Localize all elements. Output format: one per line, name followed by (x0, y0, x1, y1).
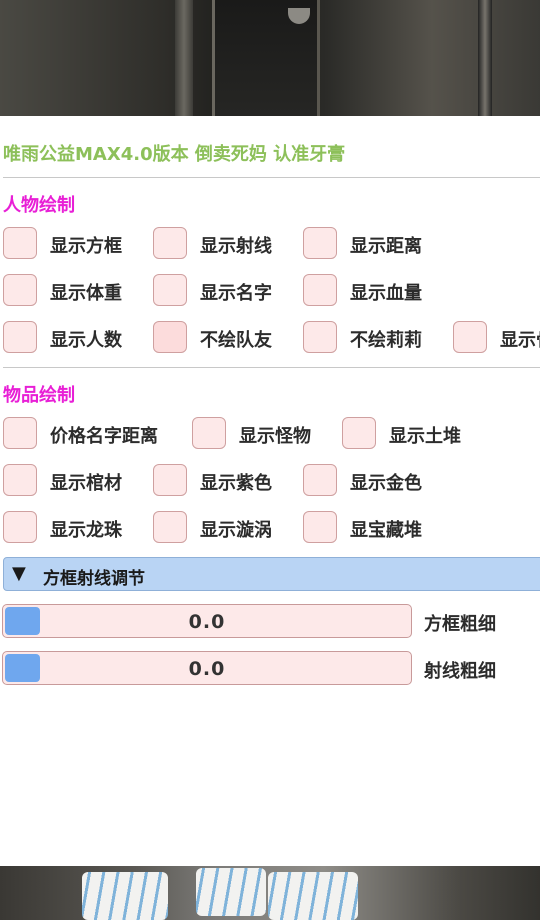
slider-grab-handle[interactable] (5, 607, 40, 635)
line-thickness-label: 射线粗细 (424, 661, 496, 682)
title-divider (3, 177, 540, 178)
checkbox-show-dragon-ball[interactable] (3, 511, 37, 543)
checkbox-show-count[interactable] (3, 321, 37, 353)
label-show-vortex: 显示漩涡 (200, 520, 272, 541)
game-scene-top (0, 0, 540, 116)
box-line-tuning-header[interactable]: ▼ 方框射线调节 (3, 557, 540, 591)
cheat-menu-panel: 唯雨公益MAX4.0版本 倒卖死妈 认准牙膏 人物绘制 显示方框 显示射线 显示… (0, 116, 540, 866)
checkbox-show-purple[interactable] (153, 464, 187, 496)
door-frame-left (175, 0, 193, 116)
slider-grab-handle[interactable] (5, 654, 40, 682)
label-show-dragon-ball: 显示龙珠 (50, 520, 122, 541)
game-scene-bottom (0, 866, 540, 920)
box-thickness-slider[interactable]: 0.0 (2, 604, 412, 638)
label-show-gold: 显示金色 (350, 473, 422, 494)
label-show-treasure-pile: 显宝藏堆 (350, 520, 422, 541)
ceiling-lamp (288, 8, 310, 24)
label-show-box: 显示方框 (50, 236, 122, 257)
label-show-health: 显示血量 (350, 283, 422, 304)
label-show-coffin: 显示棺材 (50, 473, 122, 494)
section-heading-character: 人物绘制 (3, 195, 75, 216)
label-show-purple: 显示紫色 (200, 473, 272, 494)
checkbox-show-vortex[interactable] (153, 511, 187, 543)
line-thickness-value: 0.0 (188, 658, 226, 680)
section-divider (3, 367, 540, 368)
checkbox-show-gold[interactable] (303, 464, 337, 496)
label-show-name: 显示名字 (200, 283, 272, 304)
checkbox-show-skeleton[interactable] (453, 321, 487, 353)
label-clip-show-skeleton: 显示骨骼 (500, 321, 540, 357)
checkbox-show-name[interactable] (153, 274, 187, 306)
label-show-skeleton: 显示骨骼 (500, 330, 540, 351)
checkbox-hide-lili[interactable] (303, 321, 337, 353)
label-show-dirt-pile: 显示土堆 (389, 426, 461, 447)
checkbox-show-box[interactable] (3, 227, 37, 259)
checkbox-show-line[interactable] (153, 227, 187, 259)
striped-object-right (268, 872, 358, 920)
checkbox-show-health[interactable] (303, 274, 337, 306)
section-heading-items: 物品绘制 (3, 385, 75, 406)
label-show-monster: 显示怪物 (239, 426, 311, 447)
checkbox-show-dirt-pile[interactable] (342, 417, 376, 449)
door-frame-right (478, 0, 492, 116)
checkbox-show-weight[interactable] (3, 274, 37, 306)
striped-object-middle (196, 868, 266, 916)
checkbox-show-distance[interactable] (303, 227, 337, 259)
label-show-distance: 显示距离 (350, 236, 422, 257)
checkbox-show-coffin[interactable] (3, 464, 37, 496)
label-show-count: 显示人数 (50, 330, 122, 351)
checkbox-show-monster[interactable] (192, 417, 226, 449)
striped-object-left (82, 872, 168, 920)
line-thickness-slider[interactable]: 0.0 (2, 651, 412, 685)
checkbox-price-name-distance[interactable] (3, 417, 37, 449)
box-line-tuning-title: 方框射线调节 (43, 569, 145, 589)
box-thickness-value: 0.0 (188, 611, 226, 633)
label-hide-teammates: 不绘队友 (200, 330, 272, 351)
menu-title: 唯雨公益MAX4.0版本 倒卖死妈 认准牙膏 (3, 144, 346, 165)
checkbox-hide-teammates[interactable] (153, 321, 187, 353)
collapse-arrow-icon: ▼ (12, 563, 26, 584)
checkbox-show-treasure-pile[interactable] (303, 511, 337, 543)
label-show-line: 显示射线 (200, 236, 272, 257)
label-hide-lili: 不绘莉莉 (350, 330, 422, 351)
label-price-name-distance: 价格名字距离 (50, 426, 158, 447)
label-show-weight: 显示体重 (50, 283, 122, 304)
box-thickness-label: 方框粗细 (424, 614, 496, 635)
